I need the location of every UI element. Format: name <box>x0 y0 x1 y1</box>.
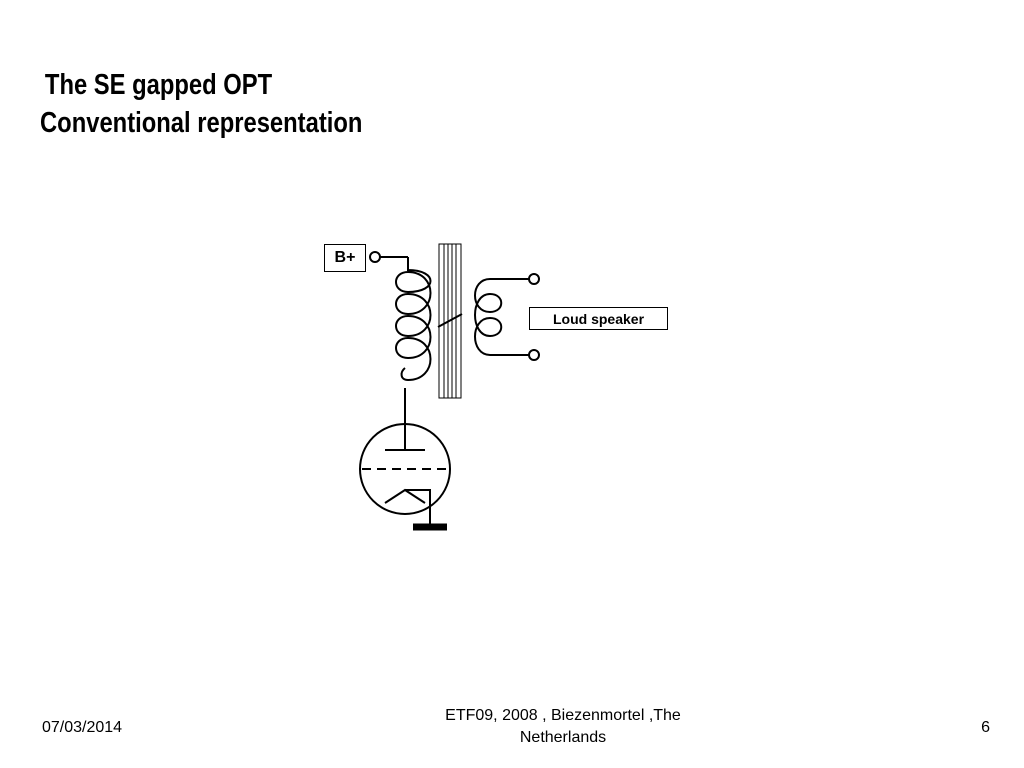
slide-title: The SE gapped OPT Conventional represent… <box>40 66 362 142</box>
core-gap-mark <box>437 313 463 328</box>
speaker-terminal-top <box>528 273 540 285</box>
title-line-1: The SE gapped OPT <box>44 69 273 101</box>
bplus-terminal <box>369 251 381 263</box>
secondary-winding <box>474 278 530 356</box>
cathode-lead <box>405 489 431 527</box>
title-line-2: Conventional representation <box>40 107 363 139</box>
footer-page-number: 6 <box>981 719 990 736</box>
bplus-label: B+ <box>324 244 366 272</box>
footer-date: 07/03/2014 <box>42 719 123 736</box>
primary-winding <box>395 257 432 382</box>
footer-event: ETF09, 2008 , Biezenmortel ,The Netherla… <box>445 707 681 746</box>
speaker-terminal-bottom <box>528 349 540 361</box>
triode-tube <box>359 423 451 527</box>
loud-speaker-label: Loud speaker <box>529 307 668 330</box>
